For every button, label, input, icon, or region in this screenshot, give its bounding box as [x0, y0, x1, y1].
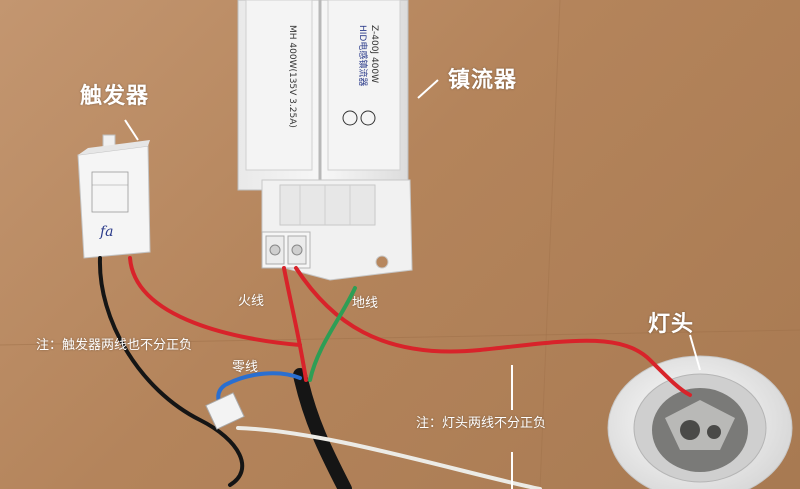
- ballast-right-model: Z-400J 400W: [369, 25, 379, 83]
- lamp-holder: [607, 355, 793, 489]
- pointer-lines: [124, 79, 701, 489]
- ballast-right-brand: HID电感镇流器: [357, 25, 369, 86]
- ccc-mark-icon: [342, 110, 358, 126]
- label-ballast: 镇流器: [448, 68, 518, 93]
- note-lamp: 注：灯头两线不分正负: [416, 416, 547, 431]
- ce-mark-icon: [360, 110, 376, 126]
- trigger-brand: fa: [99, 224, 114, 240]
- label-trigger: 触发器: [80, 84, 150, 109]
- label-live-wire: 火线: [238, 294, 265, 309]
- trigger-unit: fa: [77, 134, 151, 259]
- note-trigger: 注：触发器两线也不分正负: [36, 338, 193, 353]
- label-lamp-holder: 灯头: [648, 312, 695, 337]
- ballast-unit: MH 400W(135V 3.25A) HID电感镇流器 Z-400J 400W: [237, 0, 413, 281]
- label-ground-wire: 地线: [352, 296, 379, 311]
- ballast-left-print: MH 400W(135V 3.25A): [287, 25, 297, 128]
- label-neutral-wire: 零线: [232, 360, 259, 375]
- wires: [97, 256, 692, 489]
- terminal-block: [261, 231, 311, 269]
